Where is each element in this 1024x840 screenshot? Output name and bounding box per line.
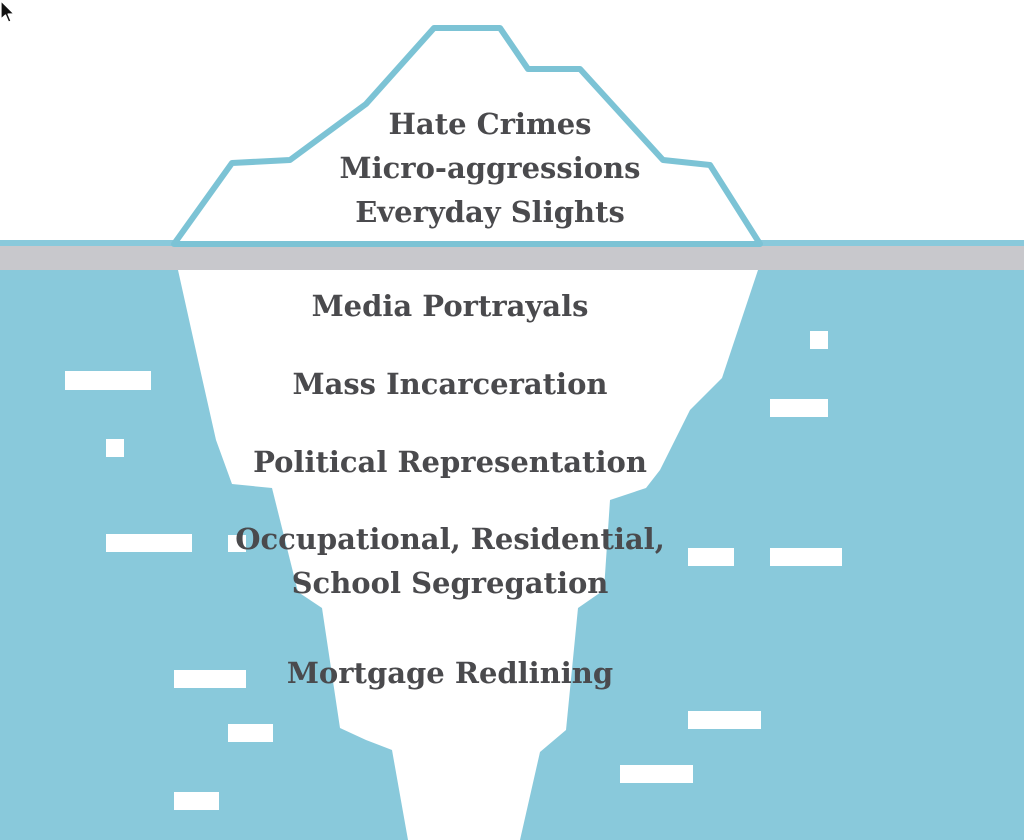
ice-chunk: [770, 548, 842, 566]
ice-chunk: [810, 331, 828, 349]
ice-chunk: [174, 792, 219, 810]
ice-chunk: [228, 724, 273, 742]
ice-chunk: [688, 711, 761, 729]
label-political-representation: Political Representation: [253, 445, 647, 479]
ice-chunk: [688, 548, 734, 566]
iceberg-tip: [171, 25, 763, 247]
ice-chunk: [106, 534, 192, 552]
submerged-iceberg: [178, 270, 758, 840]
ice-chunk: [106, 439, 124, 457]
label-everyday-slights: Everyday Slights: [355, 195, 625, 229]
label-hate-crimes: Hate Crimes: [388, 107, 592, 141]
label-micro-aggressions: Micro-aggressions: [339, 151, 641, 185]
ice-chunk: [228, 535, 246, 552]
waterline-band: [0, 246, 1024, 270]
mouse-pointer-icon: [0, 0, 15, 23]
ice-chunk: [620, 765, 693, 783]
label-occupational-residential: Occupational, Residential,: [235, 522, 665, 556]
ice-chunk: [174, 670, 246, 688]
ice-chunk: [770, 399, 828, 417]
label-school-segregation: School Segregation: [291, 566, 609, 600]
label-mortgage-redlining: Mortgage Redlining: [286, 656, 614, 690]
label-media-portrayals: Media Portrayals: [311, 289, 589, 323]
ice-chunk: [65, 371, 151, 390]
label-mass-incarceration: Mass Incarceration: [292, 367, 608, 401]
